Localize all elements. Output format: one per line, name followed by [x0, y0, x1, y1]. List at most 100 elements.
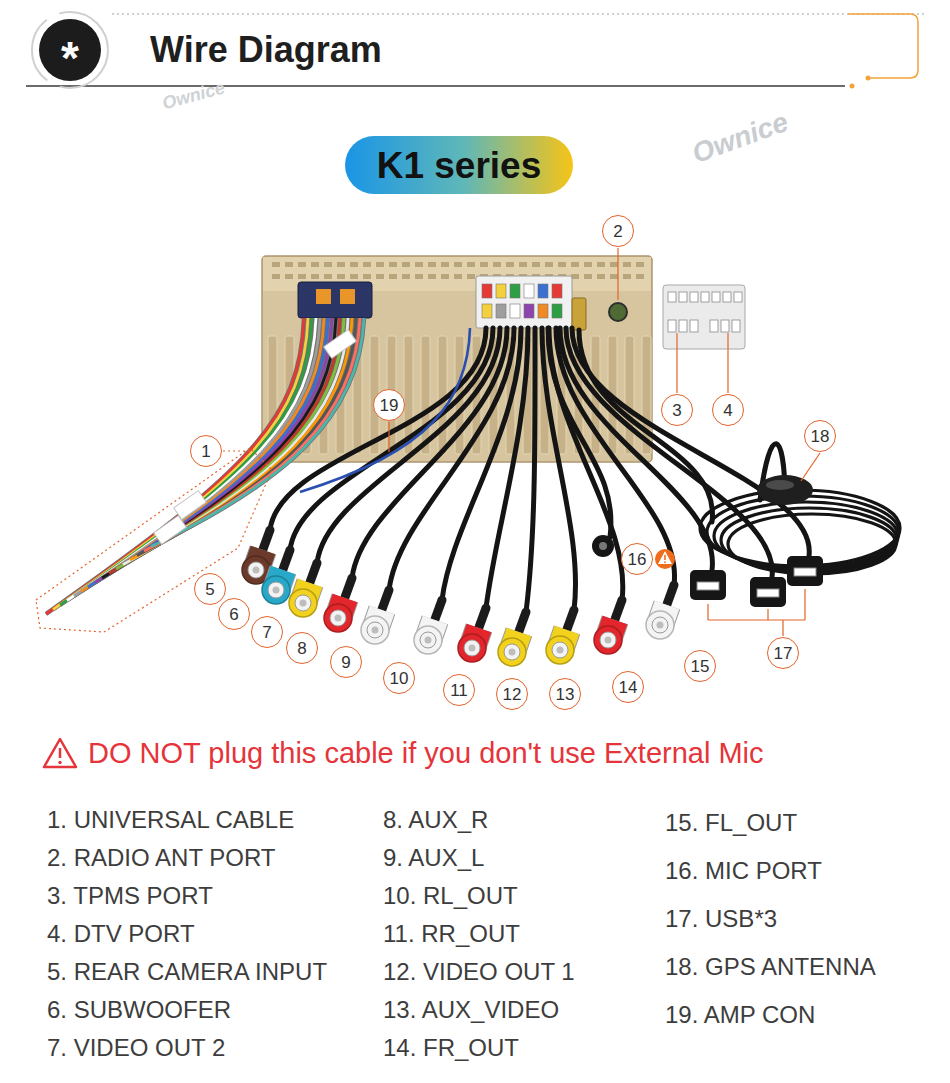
- vent-slot: [350, 262, 358, 267]
- vent-slot: [636, 262, 644, 267]
- vent-slot: [389, 274, 397, 279]
- vent-slot: [428, 262, 436, 267]
- plug-pin: [253, 567, 260, 574]
- plug-pin: [300, 600, 307, 607]
- warning-note: DO NOT plug this cable if you don't use …: [88, 737, 764, 770]
- usb-port: [757, 589, 779, 597]
- vent-slot: [415, 274, 423, 279]
- callout-digit: 12: [503, 686, 522, 703]
- cable: [526, 328, 535, 612]
- plug-ring: [652, 617, 668, 633]
- vent-slot: [363, 274, 371, 279]
- av-connector: [476, 276, 572, 328]
- rca-plug: [594, 600, 622, 654]
- vent-slot: [298, 262, 306, 267]
- vent-slot: [493, 262, 501, 267]
- callout-digit: 8: [297, 640, 306, 657]
- callout-number: 8: [286, 632, 318, 664]
- vent-slot: [363, 262, 371, 267]
- plug-pin: [469, 645, 476, 652]
- warning-badge: [655, 549, 675, 569]
- connector-pin: [538, 284, 548, 298]
- rca-plug: [458, 608, 486, 662]
- cable: [486, 328, 528, 608]
- bracket-leader: [708, 589, 805, 636]
- leader-line: [617, 248, 618, 300]
- plug-ring: [552, 642, 568, 658]
- part-list-item: 4. DTV PORT: [47, 920, 195, 948]
- socket-slot: [679, 320, 687, 332]
- wire-tag: [174, 491, 207, 520]
- warning-mark: [59, 748, 62, 758]
- mic-plug-pin: [599, 542, 607, 550]
- vent-slot: [597, 274, 605, 279]
- cable: [579, 330, 713, 522]
- rca-plug: [324, 578, 352, 632]
- vent-slot: [519, 262, 527, 267]
- callout-digit: 18: [811, 428, 830, 445]
- plug-boot: [434, 600, 442, 622]
- usb-body: [750, 577, 786, 607]
- plug-face: [289, 589, 317, 617]
- plug-pin: [425, 637, 432, 644]
- header-rule: [26, 85, 845, 87]
- callout-number: 10: [383, 662, 415, 694]
- connector-pin: [538, 304, 548, 318]
- plug-ring: [464, 640, 480, 656]
- part-list-item: 2. RADIO ANT PORT: [47, 844, 276, 872]
- plug-face: [414, 626, 442, 654]
- wire-tag: [324, 330, 357, 359]
- socket-slot: [721, 320, 729, 332]
- part-list-item: 16. MIC PORT: [665, 857, 822, 885]
- callout-number: 14: [612, 671, 644, 703]
- header-decoration: [26, 12, 925, 89]
- gps-highlight: [766, 480, 794, 490]
- part-list-item: 10. RL_OUT: [383, 882, 518, 910]
- part-list-item: 11. RR_OUT: [383, 920, 520, 948]
- cable-outline: [36, 448, 272, 632]
- leader-line: [801, 453, 820, 481]
- callout-number: 12: [496, 678, 528, 710]
- callout-number: 4: [712, 394, 744, 426]
- connector-pin: [510, 304, 520, 318]
- wire: [144, 318, 360, 551]
- vent-slot: [402, 274, 410, 279]
- plug-face: [646, 611, 674, 639]
- plug-boot: [262, 530, 270, 552]
- callout-number: 16: [621, 543, 653, 575]
- leader-line: [727, 333, 728, 393]
- wire: [130, 318, 352, 560]
- wire-tag: [154, 516, 187, 545]
- plug-pin: [273, 587, 280, 594]
- icon-ring: [32, 12, 108, 88]
- rca-cables: [270, 328, 809, 612]
- part-list-item: 3. TPMS PORT: [47, 882, 213, 910]
- connector-pin: [552, 284, 562, 298]
- fuse-block: [316, 289, 331, 304]
- vent-slot: [467, 262, 475, 267]
- rca-plug: [546, 610, 574, 664]
- socket-slot: [679, 292, 687, 302]
- vent-slot: [480, 262, 488, 267]
- warning-mark: [58, 761, 61, 764]
- plug-face: [546, 636, 574, 664]
- vent-slot: [298, 274, 306, 279]
- cable: [442, 328, 521, 600]
- rca-plug: [646, 585, 674, 639]
- callout-number: 5: [194, 573, 226, 605]
- callout-digit: 16: [628, 551, 647, 568]
- plug-pin: [605, 637, 612, 644]
- cable: [572, 328, 809, 556]
- vent-slot: [441, 262, 449, 267]
- title-icon: *: [39, 19, 101, 81]
- series-badge: K1 series: [345, 136, 573, 194]
- vent-slot: [285, 262, 293, 267]
- fuse-block: [340, 289, 355, 304]
- part-list-item: 14. FR_OUT: [383, 1034, 519, 1062]
- plug-boot: [381, 590, 389, 612]
- socket-slot: [701, 292, 709, 302]
- vent-slot: [311, 274, 319, 279]
- connector-pin: [510, 284, 520, 298]
- vent-slot: [428, 274, 436, 279]
